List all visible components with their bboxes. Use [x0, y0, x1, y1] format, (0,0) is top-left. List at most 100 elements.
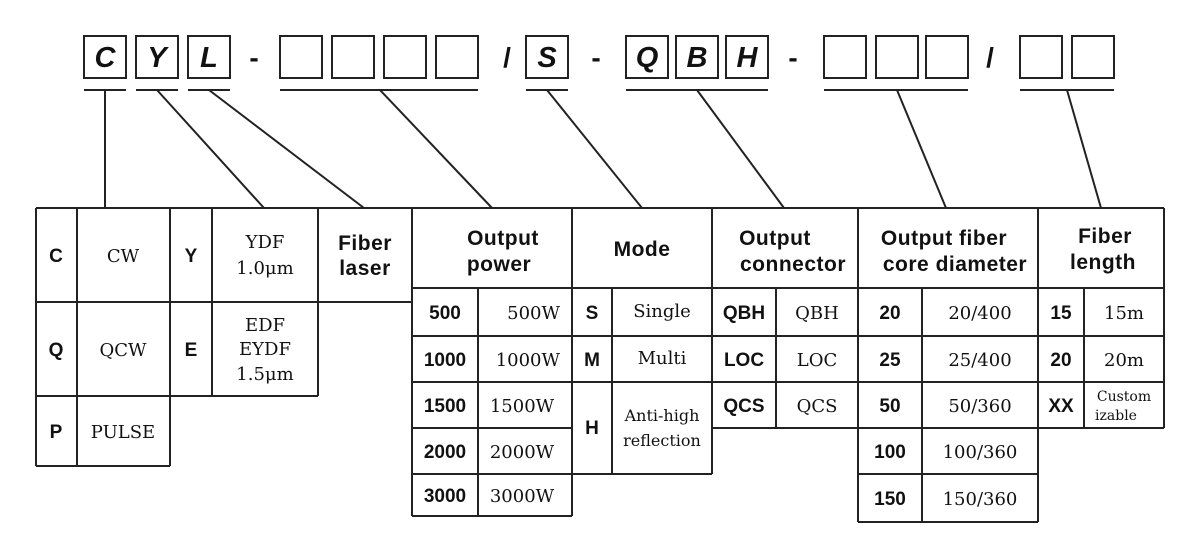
code-letter: B: [687, 42, 708, 74]
code-group-connector: Q B H: [625, 35, 769, 79]
table-value: PULSE: [91, 422, 155, 443]
laser-type-grid: [35, 207, 319, 467]
code-letter: L: [200, 42, 218, 74]
table-value: QCS: [797, 396, 838, 417]
table-code: 20: [1050, 350, 1071, 371]
table-code: P: [50, 422, 63, 443]
output-connector-grid: [712, 207, 859, 522]
code-box: [1071, 35, 1115, 79]
table-code: H: [585, 418, 599, 439]
table-value: Anti-high: [624, 406, 700, 425]
code-box: [875, 35, 919, 79]
code-box: [925, 35, 969, 79]
table-header: Fiber: [338, 232, 392, 255]
table-value: QCW: [99, 340, 147, 361]
output-connector-table: Output connector QBH QBH LOC LOC QCS QCS: [723, 227, 846, 417]
table-header: Mode: [614, 238, 671, 261]
table-grid: [35, 207, 1165, 523]
table-value: 100/360: [943, 442, 1018, 463]
code-letter: Q: [636, 42, 659, 74]
table-code: 2000: [424, 442, 466, 463]
table-value: LOC: [797, 350, 837, 371]
table-value: QBH: [795, 303, 839, 324]
table-code: S: [586, 303, 599, 324]
output-power-grid: [411, 207, 573, 517]
code-box: [435, 35, 479, 79]
leader-line: [546, 89, 643, 209]
code-group-power: [279, 35, 479, 79]
output-power-table: Output power 500 500W 1000 1000W 1500 15…: [424, 227, 561, 507]
code-box: [383, 35, 427, 79]
code-letter: S: [537, 42, 557, 74]
table-code: 15: [1050, 303, 1072, 324]
code-box: [187, 35, 231, 79]
mode-table: Mode S Single M Multi H Anti-high reflec…: [584, 238, 701, 450]
table-value: 1500W: [490, 396, 555, 417]
code-letter: C: [95, 42, 117, 74]
table-code: 25: [879, 350, 901, 371]
leader-line: [379, 89, 493, 209]
table-value: 1.5μm: [236, 364, 293, 385]
table-value: 50/360: [948, 396, 1011, 417]
code-group-length: [1019, 35, 1115, 79]
table-header: length: [1070, 251, 1136, 274]
code-letter: Y: [147, 42, 169, 74]
table-value: Custom: [1097, 389, 1151, 405]
table-header: core diameter: [883, 253, 1027, 276]
code-box: [83, 35, 127, 79]
table-value: 150/360: [943, 489, 1018, 510]
table-value: reflection: [623, 431, 701, 450]
code-box: [331, 35, 375, 79]
core-diameter-grid: [858, 207, 1039, 523]
table-value: 20/400: [948, 303, 1011, 324]
code-separator: /: [503, 42, 511, 73]
table-header: power: [467, 253, 531, 276]
table-code: 1500: [424, 396, 466, 417]
fiber-type-table: Y YDF 1.0μm E EDF EYDF 1.5μm: [185, 232, 294, 385]
code-group-diameter: [823, 35, 969, 79]
code-box: [135, 35, 179, 79]
table-header: Output fiber: [881, 227, 1007, 250]
code-box: [675, 35, 719, 79]
code-box: [823, 35, 867, 79]
mode-grid: [572, 207, 713, 475]
table-code: 50: [879, 396, 900, 417]
laser-type-table: C CW Q QCW P PULSE: [49, 246, 156, 443]
code-group-mode: S: [525, 35, 569, 79]
table-code: Q: [49, 340, 64, 361]
table-header: connector: [740, 253, 846, 276]
table-value: 15m: [1104, 303, 1144, 324]
table-header: laser: [339, 257, 391, 280]
table-code: QBH: [723, 303, 765, 324]
code-separator: -: [591, 42, 600, 73]
table-code: E: [185, 340, 198, 361]
table-value: 20m: [1104, 350, 1144, 371]
code-box: [625, 35, 669, 79]
table-code: Y: [185, 246, 198, 267]
table-code: 100: [874, 442, 906, 463]
table-value: Single: [633, 301, 691, 322]
table-value: 1.0μm: [236, 258, 293, 279]
table-value: CW: [107, 246, 140, 267]
table-code: XX: [1048, 396, 1074, 417]
table-value: izable: [1095, 408, 1137, 424]
code-box: [725, 35, 769, 79]
code-separator: -: [249, 42, 258, 73]
table-value: 500W: [507, 303, 560, 324]
table-value: 2000W: [490, 442, 555, 463]
table-value: EYDF: [239, 339, 291, 360]
fiber-laser-header: Fiber laser: [338, 232, 392, 280]
table-header: Output: [467, 227, 539, 250]
code-letter: H: [737, 42, 759, 74]
code-box: [279, 35, 323, 79]
fiber-length-grid: [1038, 207, 1165, 429]
leader-line: [896, 89, 947, 209]
connector-lines: [84, 89, 1114, 209]
model-code: C Y L - / S - Q B H -: [83, 35, 1115, 79]
table-code: 500: [429, 303, 461, 324]
table-code: C: [49, 246, 63, 267]
table-value: Multi: [638, 348, 687, 369]
table-value: 25/400: [948, 350, 1011, 371]
fiber-length-table: Fiber length 15 15m 20 20m XX Custom iza…: [1048, 225, 1151, 424]
